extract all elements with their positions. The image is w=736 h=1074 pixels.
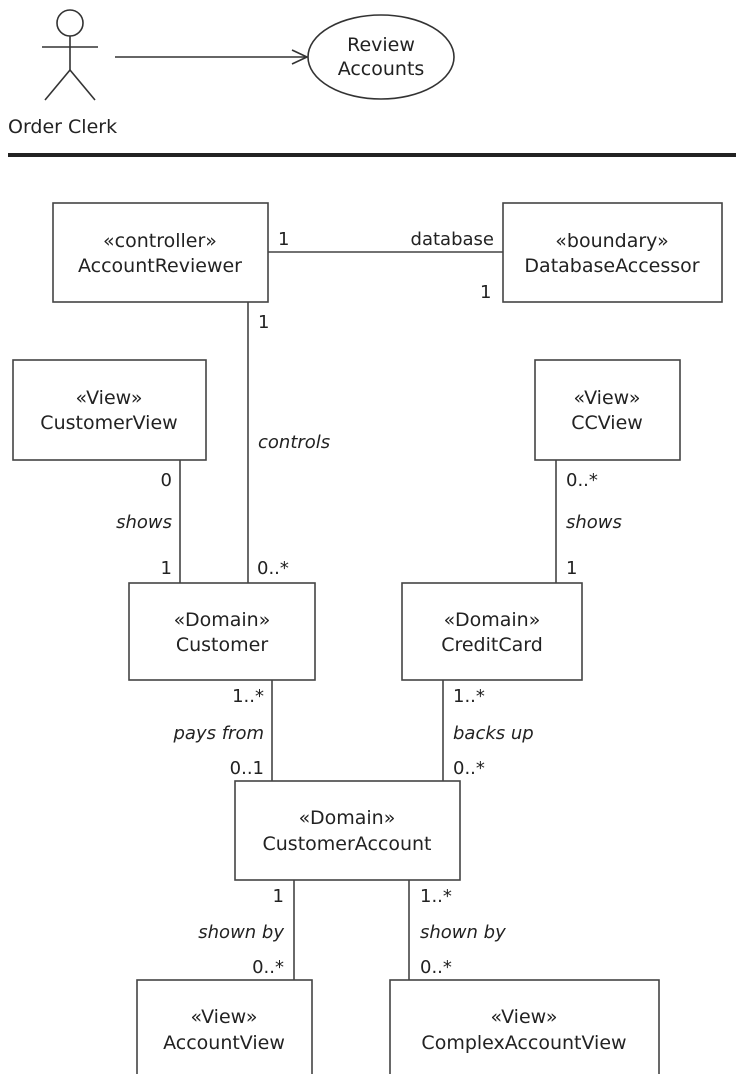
review-accounts-usecase: Review Accounts (307, 14, 455, 100)
role-account-complexview: shown by (420, 922, 506, 943)
class-name: CreditCard (441, 634, 543, 656)
multiplicity-customerview-source: 0 (161, 470, 172, 491)
class-customer: «Domain» Customer (128, 582, 316, 681)
multiplicity-customer-account-target: 0..1 (230, 758, 264, 779)
class-name: AccountReviewer (78, 255, 242, 277)
class-stereotype: «Domain» (444, 609, 541, 631)
usecase-label-line-1: Review (347, 34, 415, 56)
class-stereotype: «View» (491, 1006, 558, 1028)
class-name: Customer (176, 634, 268, 656)
multiplicity-creditcard-account-source: 1..* (453, 686, 485, 707)
class-name: DatabaseAccessor (524, 255, 699, 277)
actor-right-leg (69, 69, 96, 101)
class-stereotype: «boundary» (555, 230, 668, 252)
class-stereotype: «Domain» (174, 609, 271, 631)
multiplicity-account-complexview-source: 1..* (420, 886, 452, 907)
class-stereotype: «controller» (103, 230, 217, 252)
multiplicity-ccview-target: 1 (566, 558, 577, 579)
class-stereotype: «View» (574, 387, 641, 409)
multiplicity-account-accountview-source: 1 (273, 886, 284, 907)
class-credit-card: «Domain» CreditCard (401, 582, 583, 681)
role-customer-account: pays from (173, 723, 265, 744)
multiplicity-reviewer-customer-source: 1 (258, 312, 269, 333)
multiplicity-reviewer-customer-target: 0..* (257, 558, 289, 579)
class-name: CustomerAccount (262, 833, 431, 855)
multiplicity-reviewer-database-target: 1 (480, 282, 491, 303)
role-ccview-creditcard: shows (566, 512, 622, 533)
order-clerk-actor (42, 9, 98, 101)
class-name: CustomerView (40, 412, 177, 434)
multiplicity-ccview-source: 0..* (566, 470, 598, 491)
actor-left-leg (44, 69, 71, 101)
actor-to-usecase-arrow (115, 49, 309, 65)
role-reviewer-customer: controls (258, 432, 330, 453)
class-database-accessor: «boundary» DatabaseAccessor (502, 202, 723, 303)
class-name: AccountView (163, 1032, 285, 1054)
role-account-accountview: shown by (198, 922, 284, 943)
role-customerview-customer: shows (116, 512, 172, 533)
multiplicity-account-complexview-target: 0..* (420, 957, 452, 978)
role-creditcard-account: backs up (453, 723, 534, 744)
class-stereotype: «Domain» (299, 807, 396, 829)
actor-label: Order Clerk (8, 116, 117, 138)
actor-head (56, 9, 84, 37)
class-account-view: «View» AccountView (136, 979, 313, 1074)
class-name: ComplexAccountView (421, 1032, 626, 1054)
class-account-reviewer: «controller» AccountReviewer (52, 202, 269, 303)
multiplicity-creditcard-account-target: 0..* (453, 758, 485, 779)
usecase-label-line-2: Accounts (338, 58, 425, 80)
multiplicity-customer-account-source: 1..* (232, 686, 264, 707)
class-name: CCView (571, 412, 643, 434)
multiplicity-account-accountview-target: 0..* (252, 957, 284, 978)
class-cc-view: «View» CCView (534, 359, 681, 461)
class-customer-account: «Domain» CustomerAccount (234, 780, 461, 881)
class-stereotype: «View» (191, 1006, 258, 1028)
class-customer-view: «View» CustomerView (12, 359, 207, 461)
multiplicity-reviewer-database-source: 1 (278, 229, 289, 250)
class-complex-account-view: «View» ComplexAccountView (389, 979, 660, 1074)
multiplicity-customerview-target: 1 (161, 558, 172, 579)
role-reviewer-database: database (411, 229, 494, 250)
class-stereotype: «View» (76, 387, 143, 409)
